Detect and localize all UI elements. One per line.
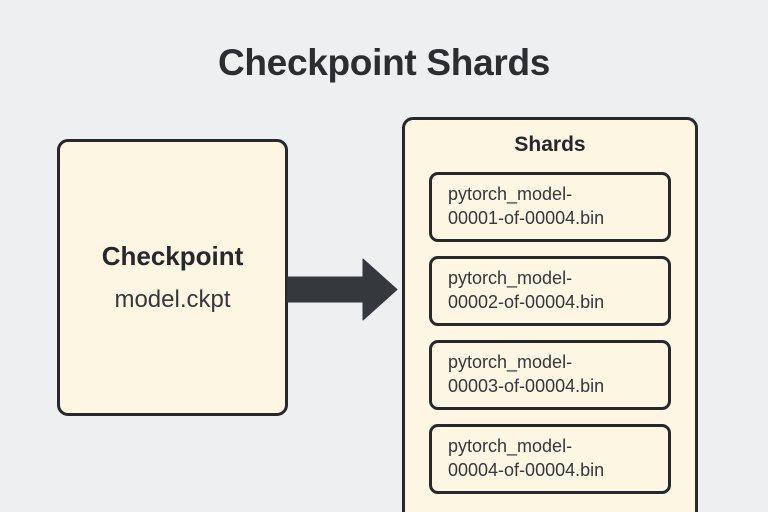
shard-filename: pytorch_model- 00001-of-00004.bin [448, 184, 605, 229]
shards-panel-heading: Shards [514, 133, 586, 156]
shard-filename: pytorch_model- 00002-of-00004.bin [448, 268, 605, 313]
shard-item: pytorch_model- 00004-of-00004.bin [429, 424, 671, 495]
shard-list: pytorch_model- 00001-of-00004.bin pytorc… [429, 172, 671, 495]
shard-item: pytorch_model- 00002-of-00004.bin [429, 256, 671, 327]
shard-item: pytorch_model- 00003-of-00004.bin [429, 340, 671, 411]
flow-arrow-icon [287, 258, 398, 321]
checkpoint-node-title: Checkpoint [101, 240, 244, 271]
page-title: Checkpoint Shards [217, 42, 551, 83]
shards-panel: Shards pytorch_model- 00001-of-00004.bin… [402, 117, 698, 512]
shard-item: pytorch_model- 00001-of-00004.bin [429, 172, 671, 243]
shard-filename: pytorch_model- 00003-of-00004.bin [448, 352, 605, 397]
checkpoint-node: Checkpoint model.ckpt [57, 139, 288, 416]
shard-filename: pytorch_model- 00004-of-00004.bin [448, 436, 605, 481]
checkpoint-node-filename: model.ckpt [114, 285, 231, 313]
